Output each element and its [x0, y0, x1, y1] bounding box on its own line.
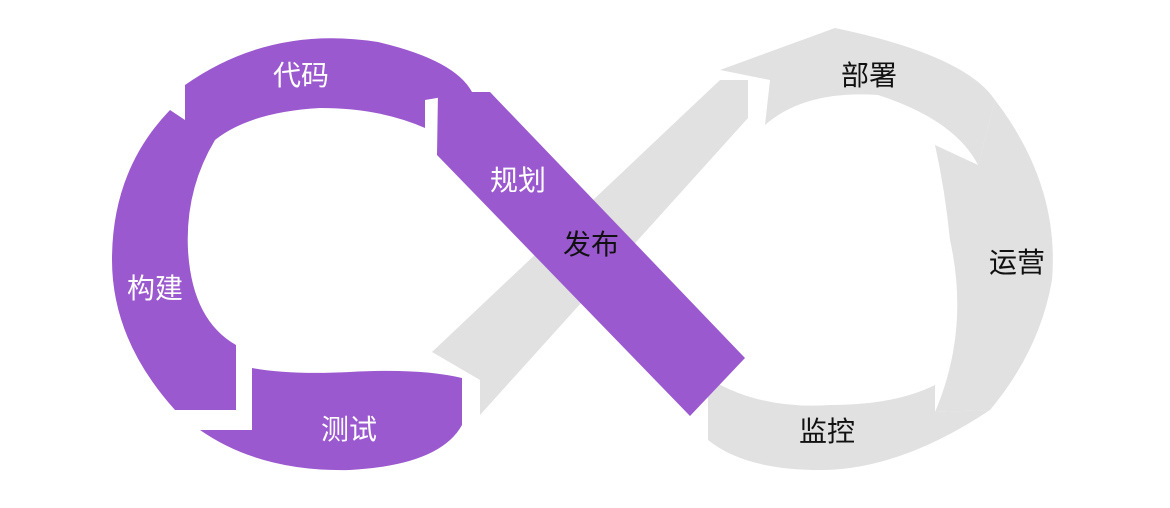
operate-segment: [935, 100, 1053, 412]
stage-label-build: 构建: [126, 272, 184, 305]
deploy-segment: [720, 28, 995, 165]
plan-ribbon: [437, 92, 745, 416]
stage-label-plan: 规划: [489, 164, 547, 197]
stage-label-monitor: 监控: [798, 415, 856, 448]
stage-label-deploy: 部署: [840, 59, 898, 92]
stage-label-release: 发布: [562, 228, 620, 261]
stage-label-test: 测试: [320, 413, 378, 446]
test-segment: [200, 368, 462, 471]
stage-label-code: 代码: [272, 59, 330, 92]
build-segment: [112, 110, 236, 410]
stage-label-operate: 运营: [988, 246, 1046, 279]
code-segment: [185, 38, 472, 141]
monitor-segment: [708, 378, 990, 470]
